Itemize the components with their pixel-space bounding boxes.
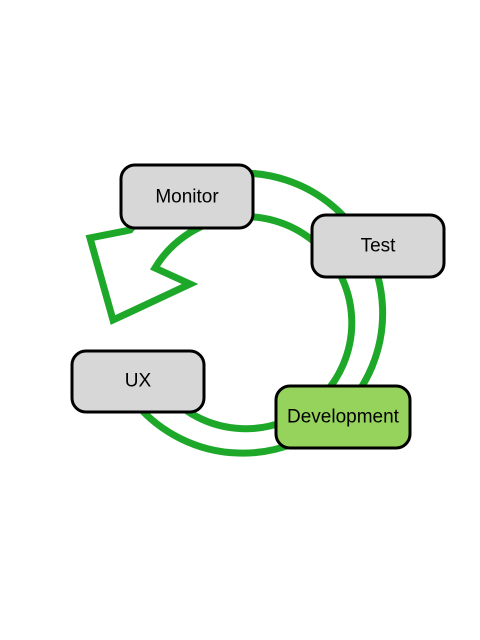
node-monitor-label: Monitor: [155, 187, 219, 208]
node-ux[interactable]: UX: [70, 349, 206, 414]
node-test[interactable]: Test: [310, 213, 446, 279]
node-test-box: [310, 213, 446, 279]
node-development-box: [274, 384, 412, 450]
node-ux-box: [70, 349, 206, 414]
node-ux-label: UX: [125, 371, 152, 392]
node-monitor[interactable]: Monitor: [119, 163, 255, 230]
node-test-label: Test: [361, 236, 397, 257]
node-development-label: Development: [287, 407, 400, 428]
node-monitor-box: [119, 163, 255, 230]
node-development[interactable]: Development: [274, 384, 412, 450]
